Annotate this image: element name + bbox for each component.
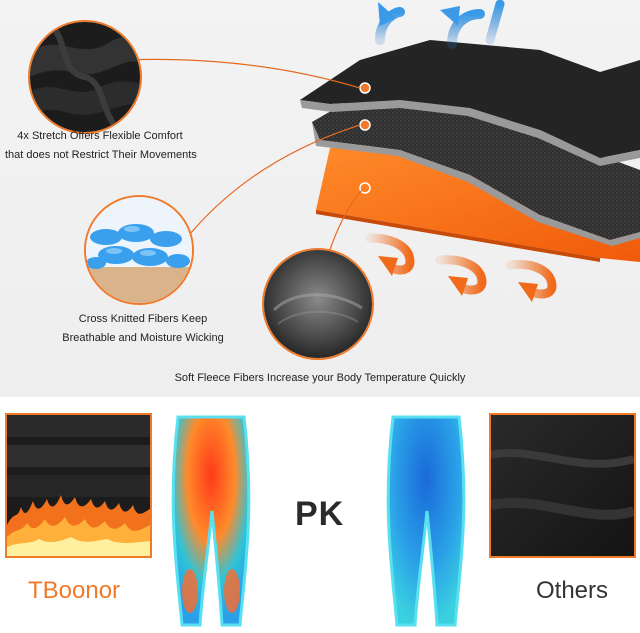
fleece-caption-text: Soft Fleece Fibers Increase your Body Te… (174, 372, 466, 384)
stretch-caption-line-1: 4x Stretch Offers Flexible Comfort (17, 130, 183, 142)
stretch-fabric-closeup (28, 20, 142, 134)
tboonor-fabric-swatch (5, 413, 152, 558)
fabric-layers-illustration (300, 0, 640, 302)
fleece-fiber-closeup (262, 248, 374, 360)
comparison-panel: PK TBoonor Others (0, 397, 640, 631)
up-arrow-icon (375, 0, 505, 49)
knitted-caption-line-1: Cross Knitted Fibers Keep (78, 313, 208, 325)
stretch-caption-line-2: that does not Restrict Their Movements (5, 149, 197, 161)
others-fabric-swatch (489, 413, 636, 558)
knitted-caption: Cross Knitted Fibers Keep Breathable and… (58, 310, 228, 348)
fleece-caption: Soft Fleece Fibers Increase your Body Te… (150, 369, 490, 388)
flame-icon (7, 495, 150, 556)
stretch-caption: 4x Stretch Offers Flexible Comfort that … (5, 127, 197, 165)
knit-layer (312, 95, 640, 246)
tboonor-thermal-pants (171, 415, 251, 627)
brand-label: TBoonor (28, 577, 121, 604)
others-thermal-pants (386, 415, 466, 627)
fabric-layers-panel: 4x Stretch Offers Flexible Comfort that … (0, 0, 640, 397)
versus-label: PK (295, 495, 345, 533)
others-label: Others (536, 577, 609, 604)
knitted-caption-line-2: Breathable and Moisture Wicking (62, 332, 224, 344)
curved-arrow-icon (365, 233, 557, 302)
stretch-layer (300, 40, 640, 166)
knitted-fiber-closeup (84, 195, 194, 305)
